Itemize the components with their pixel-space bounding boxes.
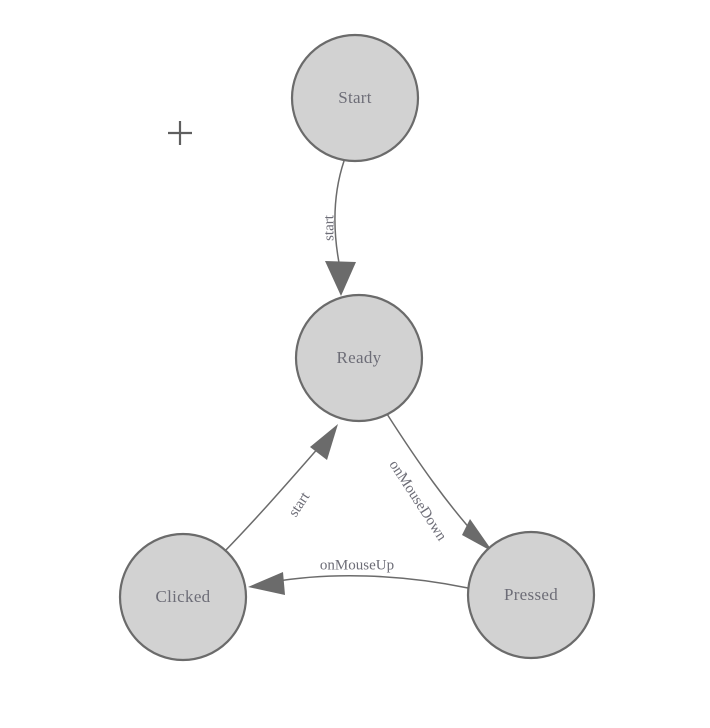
node-ready-circle[interactable] <box>294 293 424 423</box>
node-pressed-circle[interactable] <box>466 530 596 660</box>
arrowhead-into-clicked <box>248 572 285 595</box>
edge-label-pressed-to-clicked: onMouseUp <box>320 557 394 573</box>
edge-pressed-to-clicked[interactable]: onMouseUp <box>248 557 469 595</box>
arrowhead-into-pressed <box>462 519 493 552</box>
node-clicked-circle[interactable] <box>118 532 248 662</box>
node-start-label: Start <box>338 88 372 107</box>
edge-label-start-to-ready: start <box>321 214 337 241</box>
node-start[interactable]: Start <box>290 33 420 163</box>
edge-label-ready-to-pressed: onMouseDown <box>386 458 450 545</box>
node-ready[interactable]: Ready <box>294 293 424 423</box>
node-ready-label: Ready <box>337 348 382 367</box>
arrowhead-into-ready-top <box>325 261 356 296</box>
edge-ready-to-pressed[interactable]: onMouseDown <box>386 413 493 552</box>
edge-line-start-to-ready[interactable] <box>334 160 345 269</box>
node-start-circle[interactable] <box>290 33 420 163</box>
edge-start-to-ready[interactable]: start <box>321 160 356 296</box>
edge-clicked-to-ready[interactable]: start <box>223 424 338 553</box>
node-clicked-label: Clicked <box>156 587 211 606</box>
edge-line-pressed-to-clicked[interactable] <box>271 575 469 589</box>
node-pressed-label: Pressed <box>504 585 558 604</box>
crosshair-icon <box>168 121 192 145</box>
edge-label-clicked-to-ready: start <box>286 489 314 520</box>
edge-line-clicked-to-ready[interactable] <box>223 445 321 553</box>
node-pressed[interactable]: Pressed <box>466 530 596 660</box>
node-clicked[interactable]: Clicked <box>118 532 248 662</box>
arrowhead-into-ready-bottom <box>310 424 338 460</box>
